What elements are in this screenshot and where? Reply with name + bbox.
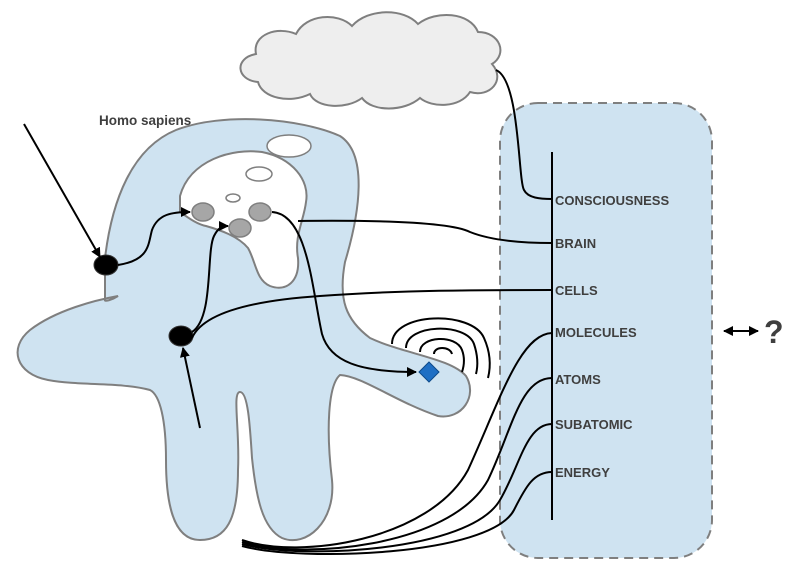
input-node-lower <box>169 326 193 346</box>
unknown-symbol: ? <box>764 314 784 350</box>
brain-node-left <box>192 203 214 221</box>
brain-oval-small <box>226 194 240 202</box>
input-node-upper <box>94 255 118 275</box>
head-oval-top <box>267 135 311 157</box>
thought-cloud <box>240 12 500 108</box>
level-energy: ENERGY <box>555 465 610 480</box>
level-brain: BRAIN <box>555 236 596 251</box>
level-molecules: MOLECULES <box>555 325 637 340</box>
level-cells: CELLS <box>555 283 598 298</box>
organism-label: Homo sapiens <box>99 113 191 128</box>
brain-oval-mid <box>246 167 272 181</box>
brain-node-bottom <box>229 219 251 237</box>
level-subatomic: SUBATOMIC <box>555 417 633 432</box>
stimulus-arrow-upper <box>24 124 100 257</box>
level-consciousness: CONSCIOUSNESS <box>555 193 669 208</box>
brain-node-right <box>249 203 271 221</box>
level-atoms: ATOMS <box>555 372 601 387</box>
